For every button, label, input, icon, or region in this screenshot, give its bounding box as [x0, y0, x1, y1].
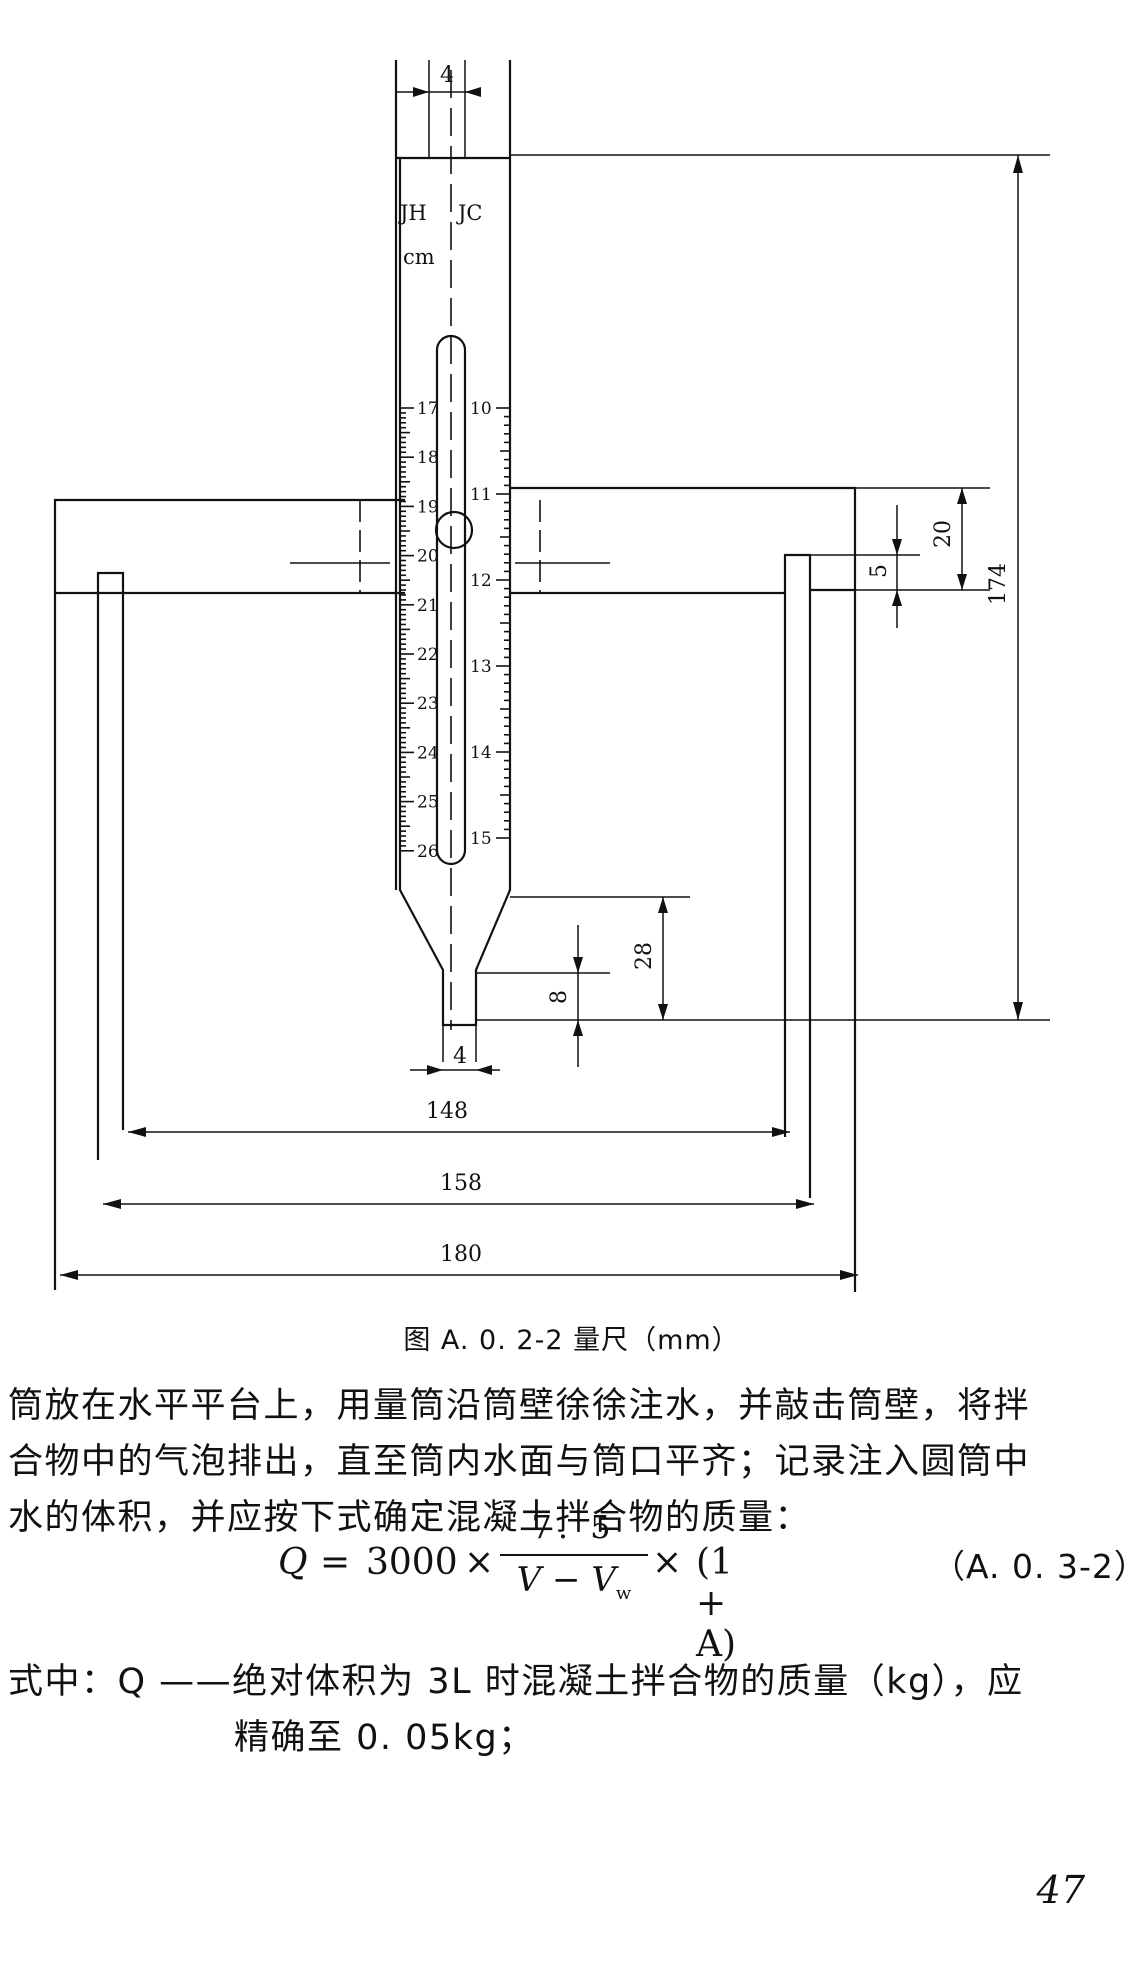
formula-denominator: V − Vw	[516, 1560, 632, 1604]
left-scale-label: 20	[417, 547, 439, 567]
dim-bottom-width: 4	[453, 1044, 467, 1069]
label-jh: JH	[398, 201, 427, 225]
ruler-body	[396, 156, 512, 1027]
para-line: 水的体积，并应按下式确定混凝土拌合物的质量：	[8, 1498, 812, 1538]
right-leg	[783, 553, 812, 1198]
left-scale-label: 26	[417, 842, 439, 862]
page-number: 47	[1036, 1868, 1085, 1912]
dim-28: 28	[632, 942, 657, 970]
right-scale-label: 13	[470, 657, 492, 677]
equation-number: （A. 0. 3-2）	[932, 1547, 1143, 1586]
dim-5: 5	[867, 564, 892, 578]
right-scale-label: 12	[470, 571, 492, 591]
right-scale-label: 14	[470, 743, 492, 763]
ruler-figure: 17 18 19 20 21 22 23 24 25 26 10 11 12 13 14 15	[53, 60, 1050, 1292]
left-scale-label: 23	[417, 694, 439, 714]
para-line: 筒放在水平平台上，用量筒沿筒壁徐徐注水，并敲击筒壁，将拌	[8, 1386, 1031, 1426]
definition-line-1: 式中：Q ——绝对体积为 3L 时混凝土拌合物的质量（kg），应	[8, 1662, 1024, 1702]
bubble-circle	[434, 510, 474, 550]
left-leg	[96, 571, 125, 1130]
label-jc: JC	[456, 201, 483, 225]
ruler-slot	[435, 334, 467, 866]
dim-148: 148	[426, 1099, 468, 1124]
dim-180: 180	[440, 1242, 482, 1267]
para-line: 合物中的气泡排出，直至筒内水面与筒口平齐；记录注入圆筒中	[8, 1442, 1031, 1482]
left-scale-label: 19	[417, 497, 439, 517]
dim-158: 158	[440, 1171, 482, 1196]
formula-times: ×	[464, 1542, 495, 1583]
right-scale-label: 11	[470, 485, 492, 505]
left-scale-label: 21	[417, 596, 439, 616]
left-scale-label: 24	[417, 743, 439, 763]
formula-numerator: 7. 5	[531, 1508, 617, 1546]
dim-top-width: 4	[440, 63, 454, 88]
left-scale-label: 17	[417, 399, 439, 419]
left-scale-label: 22	[417, 645, 439, 665]
dim-8: 8	[547, 990, 572, 1004]
left-scale-label: 25	[417, 793, 439, 813]
left-scale-label: 18	[417, 448, 439, 468]
formula-lhs: Q	[278, 1542, 308, 1583]
label-cm: cm	[403, 245, 435, 269]
formula-den-sub: w	[615, 1582, 632, 1604]
crossbar-outline	[53, 498, 405, 1290]
body-paragraph: 筒放在水平平台上，用量筒沿筒壁徐徐注水，并敲击筒壁，将拌 合物中的气泡排出，直至…	[8, 1378, 1127, 1546]
formula-coef: 3000	[366, 1542, 458, 1583]
formula-times-2: ×	[652, 1542, 683, 1583]
formula-fraction: 7. 5 V − Vw	[500, 1508, 648, 1604]
dim-20: 20	[931, 520, 956, 548]
formula-paren: (1 + A)	[696, 1542, 737, 1665]
right-scale-label: 10	[470, 399, 492, 419]
definition-block: 式中：Q ——绝对体积为 3L 时混凝土拌合物的质量（kg），应 精确至 0. …	[8, 1654, 1127, 1766]
formula-eq: =	[320, 1542, 351, 1583]
dim-174: 174	[986, 563, 1011, 605]
definition-line-2: 精确至 0. 05kg；	[234, 1718, 535, 1758]
figure-caption: 图 A. 0. 2-2 量尺（mm）	[403, 1325, 740, 1356]
right-scale-label: 15	[470, 829, 492, 849]
crossbar-right	[510, 486, 857, 1292]
